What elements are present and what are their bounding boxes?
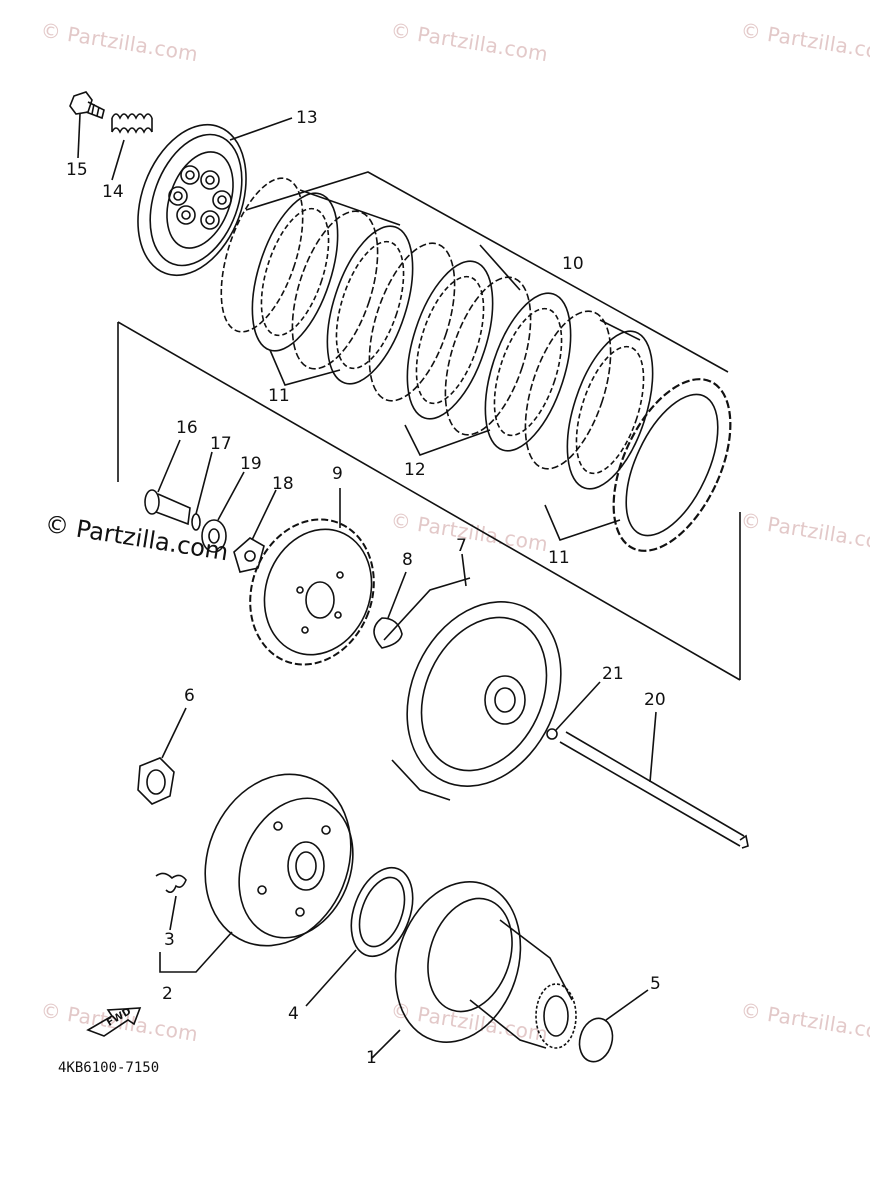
leader-3 (169, 895, 177, 931)
leader-10 (299, 189, 401, 226)
label-6: 6 (184, 686, 195, 706)
label-13: 13 (296, 108, 318, 128)
leader-10 (599, 319, 641, 341)
bracket-10 (245, 171, 729, 373)
label-17: 17 (210, 434, 232, 454)
label-11a: 11 (268, 386, 290, 406)
bolt-15 (69, 91, 105, 120)
label-5: 5 (650, 974, 661, 994)
ball-21 (546, 728, 558, 740)
leader-20 (649, 711, 657, 783)
label-18: 18 (272, 474, 294, 494)
label-11b: 11 (548, 548, 570, 568)
label-19: 19 (240, 454, 262, 474)
collar-19 (201, 519, 227, 553)
one-way-clutch-4 (350, 866, 414, 958)
circlip-8 (373, 617, 403, 649)
bracket-11a (269, 349, 341, 386)
assembly-outline (117, 321, 741, 681)
leader-6 (161, 707, 187, 759)
fwd-arrow (86, 1007, 142, 1037)
label-15: 15 (66, 160, 88, 180)
label-4: 4 (288, 1004, 299, 1024)
leader-15 (77, 113, 81, 159)
label-1: 1 (366, 1048, 377, 1068)
leader-7 (461, 553, 467, 587)
bolt-16 (144, 489, 191, 526)
oring-17 (191, 513, 201, 531)
label-16: 16 (176, 418, 198, 438)
oring-5 (578, 1017, 614, 1063)
leader-17 (195, 451, 213, 515)
leader-10 (479, 244, 521, 291)
push-rod-20 (559, 731, 749, 849)
label-21: 21 (602, 664, 624, 684)
drive-housing-1 (394, 881, 577, 1049)
leader-18 (251, 489, 277, 541)
pressure-plate-13 (137, 123, 247, 277)
label-9: 9 (332, 464, 343, 484)
clutch-plate-stack (220, 177, 732, 552)
bracket-11b (544, 504, 621, 541)
leader-21 (555, 681, 601, 731)
label-14: 14 (102, 182, 124, 202)
label-8: 8 (402, 550, 413, 570)
lock-washer-18 (233, 537, 265, 573)
label-3: 3 (164, 930, 175, 950)
diagram-code: 4KB6100-7150 (58, 1060, 160, 1076)
clutch-housing-7 (383, 577, 562, 801)
leader-16 (157, 439, 181, 493)
driven-gear-9 (249, 518, 375, 666)
leader-19 (217, 471, 245, 521)
label-12: 12 (404, 460, 426, 480)
spring-14 (111, 113, 153, 134)
bracket-12 (404, 424, 491, 456)
spring-3 (155, 872, 187, 894)
leader-1 (371, 1029, 401, 1059)
leader-14 (111, 139, 125, 181)
leader-5 (605, 989, 649, 1021)
leader-8 (387, 571, 407, 619)
label-10: 10 (562, 254, 584, 274)
leader-4 (305, 949, 357, 1007)
leader-13 (229, 117, 293, 141)
bracket-2 (159, 931, 233, 973)
nut-6 (137, 757, 175, 805)
label-2: 2 (162, 984, 173, 1004)
clutch-carrier-2 (204, 773, 354, 947)
label-7: 7 (456, 536, 467, 556)
label-20: 20 (644, 690, 666, 710)
